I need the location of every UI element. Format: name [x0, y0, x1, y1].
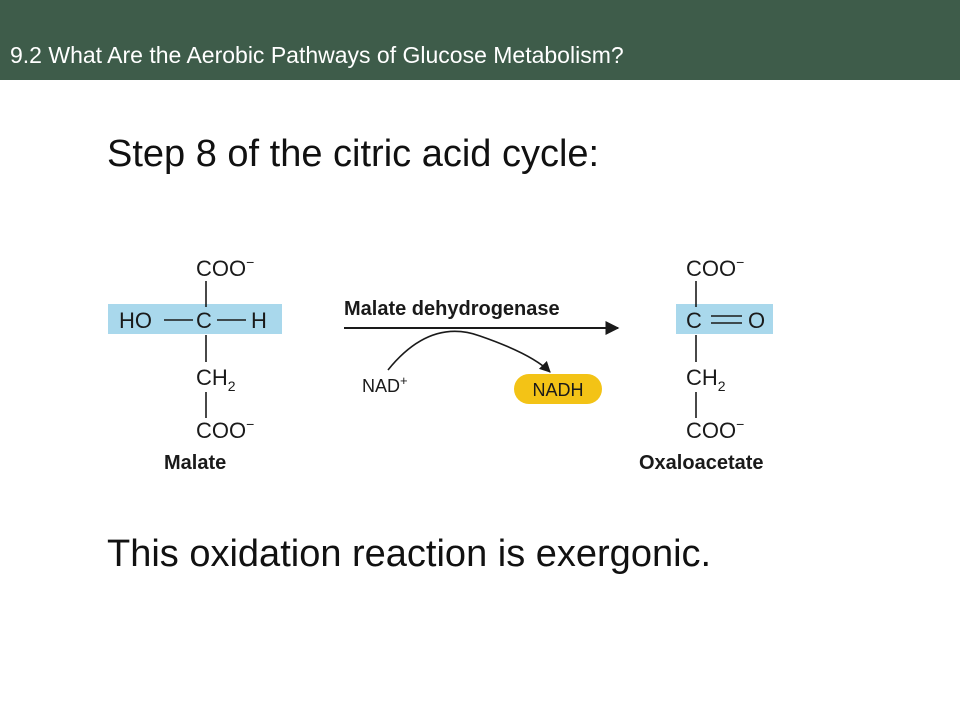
- enzyme-label: Malate dehydrogenase: [344, 298, 560, 320]
- oxaloacetate-central-carbon: C: [686, 308, 702, 333]
- malate-hydroxyl: HO: [119, 308, 152, 333]
- malate-structure: COO− HO C H CH2 COO− Malate: [108, 254, 282, 474]
- oxaloacetate-top-carboxylate: COO−: [686, 254, 744, 281]
- slide-section-title: 9.2 What Are the Aerobic Pathways of Glu…: [10, 42, 624, 68]
- malate-methylene: CH2: [196, 365, 236, 394]
- oxaloacetate-label: Oxaloacetate: [639, 452, 764, 474]
- oxaloacetate-oxygen: O: [748, 308, 765, 333]
- reaction-arrow-group: Malate dehydrogenase NAD+ NADH: [344, 298, 620, 404]
- nadh-badge: [514, 374, 602, 404]
- step-heading: Step 8 of the citric acid cycle:: [107, 133, 600, 175]
- oxaloacetate-methylene: CH2: [686, 365, 726, 394]
- conclusion-text: This oxidation reaction is exergonic.: [107, 533, 712, 575]
- oxaloacetate-structure: COO− C O CH2 COO− Oxaloacetate: [639, 254, 773, 474]
- header-bar: [0, 0, 960, 80]
- oxaloacetate-bottom-carboxylate: COO−: [686, 416, 744, 443]
- malate-central-carbon: C: [196, 308, 212, 333]
- malate-hydrogen: H: [251, 308, 267, 333]
- malate-bottom-carboxylate: COO−: [196, 416, 254, 443]
- cofactor-curved-arrow: [387, 330, 551, 373]
- malate-highlight-box: [108, 304, 282, 334]
- nadh-label: NADH: [532, 380, 583, 400]
- malate-label: Malate: [164, 452, 226, 474]
- malate-top-carboxylate: COO−: [196, 254, 254, 281]
- oxaloacetate-highlight-box: [676, 304, 773, 334]
- nad-plus-label: NAD+: [362, 373, 408, 396]
